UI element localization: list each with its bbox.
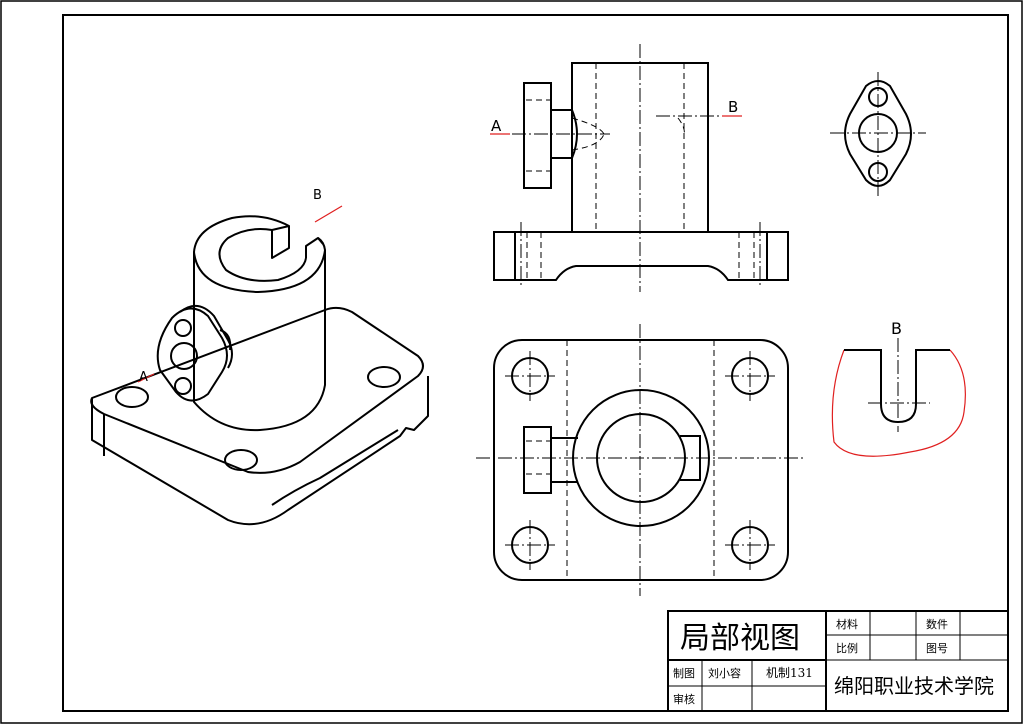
inner-frame xyxy=(62,14,1009,712)
top-view-centerlines xyxy=(476,324,806,596)
title-block-school-name: 绵阳职业技术学院 xyxy=(834,674,994,698)
title-block-drawing-title: 局部视图 xyxy=(680,621,800,656)
iso-flange-hole-center xyxy=(170,342,198,370)
title-block-drawing-no-label: 图号 xyxy=(926,642,948,655)
front-boss-curve xyxy=(571,109,578,159)
top-boss-neck xyxy=(551,437,578,483)
top-base-outline xyxy=(493,339,789,581)
iso-base-side xyxy=(91,376,429,526)
front-boss-flange xyxy=(523,82,552,189)
iso-base-underside xyxy=(271,429,399,506)
title-block-material-label: 材料 xyxy=(836,617,858,631)
front-label-a: A xyxy=(491,117,502,135)
top-view-hidden-lines xyxy=(526,340,715,580)
iso-hole-right xyxy=(367,366,401,388)
iso-side-flange-edge xyxy=(179,305,233,369)
iso-label-b: B xyxy=(313,188,322,203)
iso-cylinder-top-outer xyxy=(193,215,326,293)
title-block-class-name: 机制131 xyxy=(766,666,813,680)
front-view-centerlines xyxy=(512,44,761,292)
iso-arrow-b xyxy=(314,205,343,223)
local-view-a-centerlines xyxy=(830,72,926,196)
iso-cylinder-body xyxy=(193,250,326,432)
local-view-b-break-line xyxy=(831,349,966,457)
iso-base-top xyxy=(90,306,424,474)
isometric-view xyxy=(90,215,429,526)
flange-outline xyxy=(844,80,912,187)
title-block-drawn-by-label: 制图 xyxy=(673,667,695,680)
top-boss-flange xyxy=(523,426,552,494)
local-view-b-centerlines xyxy=(868,338,930,432)
front-view-hidden-lines xyxy=(526,63,755,280)
iso-label-a: A xyxy=(139,370,148,385)
iso-flange-hole-top xyxy=(174,319,192,337)
iso-arrow-a xyxy=(137,373,155,383)
iso-cylinder-bore xyxy=(218,228,307,282)
front-base xyxy=(493,231,789,281)
title-block-quantity-label: 数件 xyxy=(926,618,948,631)
iso-flange-neck xyxy=(219,329,232,351)
local-view-b-slot xyxy=(844,349,950,424)
iso-hole-left xyxy=(115,386,149,408)
front-label-b: B xyxy=(728,98,738,116)
title-block-scale-label: 比例 xyxy=(836,641,858,655)
local-view-b-label: B xyxy=(891,319,902,338)
front-boss-neck xyxy=(551,109,572,159)
iso-flange-hole-bottom xyxy=(174,377,192,395)
iso-side-flange xyxy=(156,307,228,402)
title-block-drawn-by-name: 刘小容 xyxy=(708,666,741,680)
title-block xyxy=(667,610,1009,712)
iso-slot xyxy=(271,225,324,259)
title-block-reviewed-by-label: 审核 xyxy=(673,692,695,706)
iso-hole-front xyxy=(224,449,258,471)
